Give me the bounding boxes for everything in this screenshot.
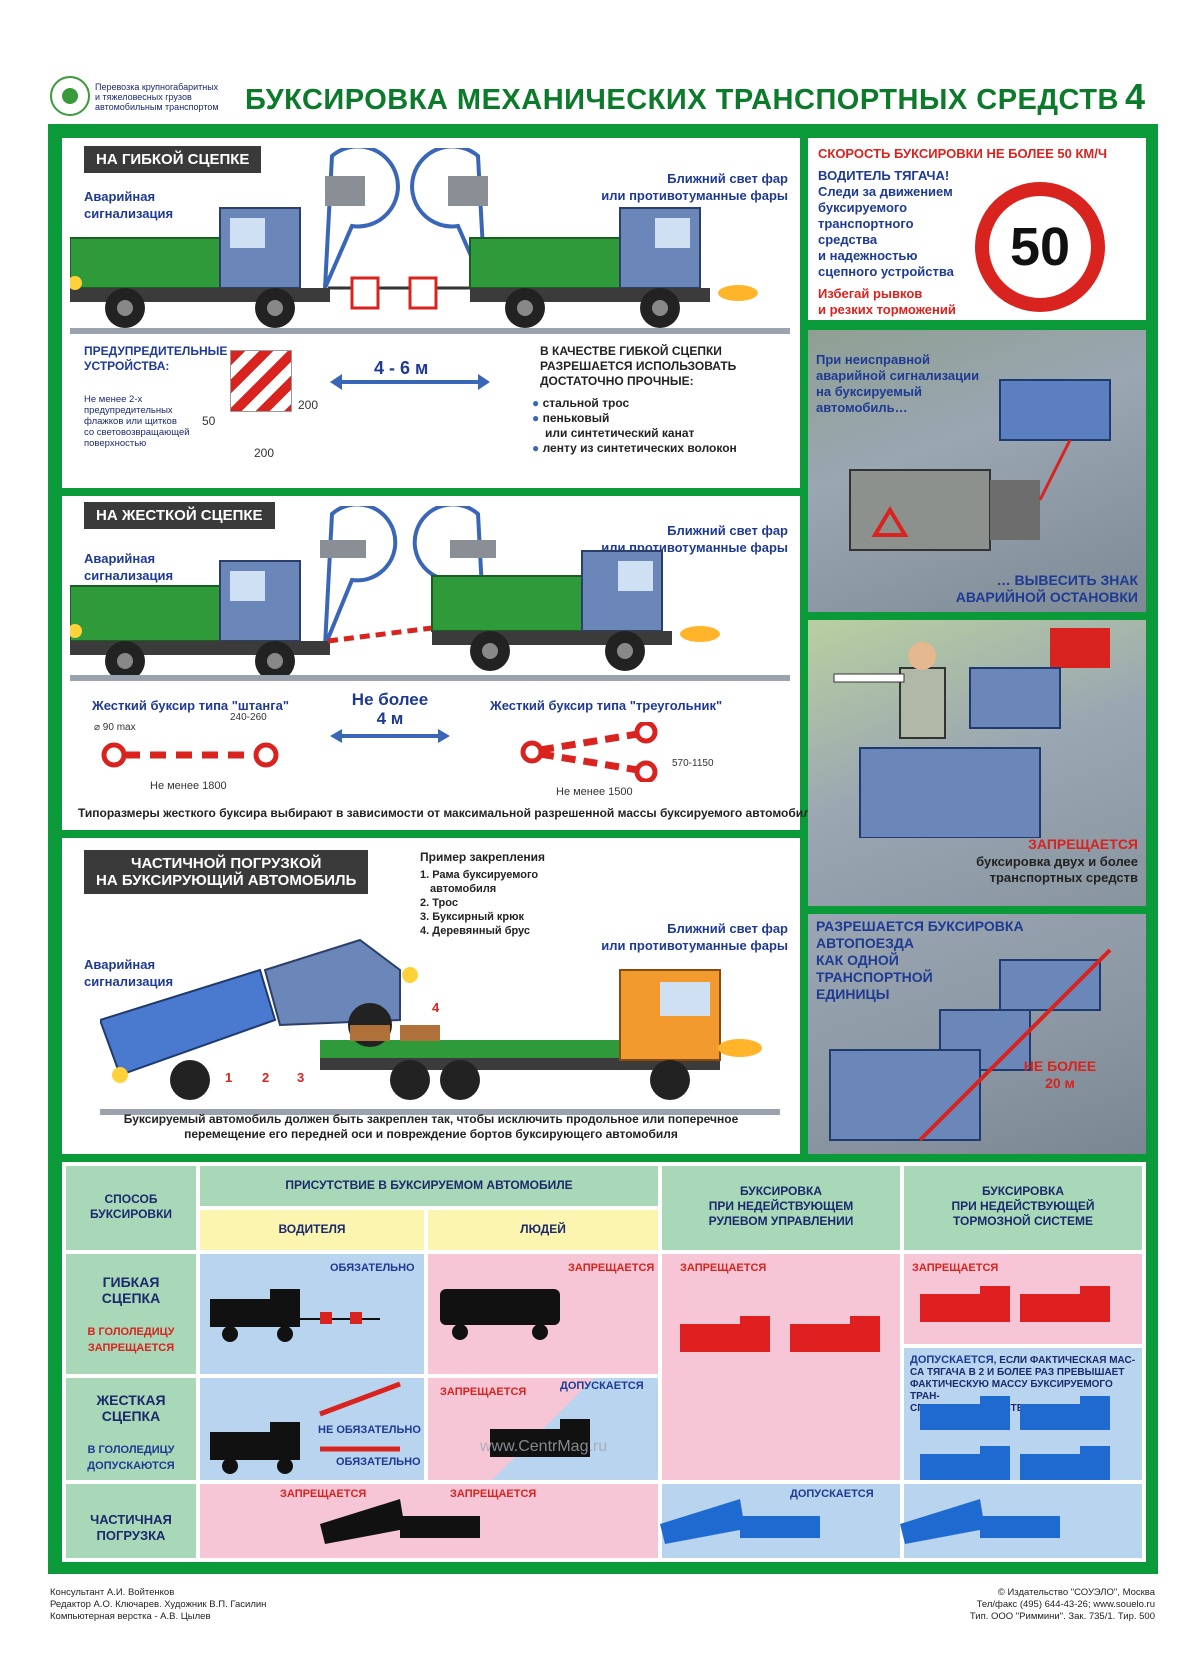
dim-200-horizontal: 200 — [254, 446, 275, 460]
watermark: www.CentrMag.ru — [480, 1438, 608, 1455]
photo2-forbidden: ЗАПРЕЩАЕТСЯ — [1028, 836, 1138, 852]
cell-partial-people-status: ЗАПРЕЩАЕТСЯ — [450, 1488, 537, 1500]
example-title: Пример закрепления — [420, 850, 546, 864]
cell-flexible-driver-status: ОБЯЗАТЕЛЬНО — [330, 1262, 415, 1274]
dim-200-vertical: 200 — [298, 398, 319, 412]
section-rigid-label: НА ЖЕСТКОЙ СЦЕПКЕ — [84, 502, 275, 529]
cell-partial-driver-status: ЗАПРЕЩАЕТСЯ — [280, 1488, 367, 1500]
section-flexible-label: НА ГИБКОЙ СЦЕПКЕ — [84, 146, 262, 173]
cell-steering-status: ЗАПРЕЩАЕТСЯ — [680, 1262, 767, 1274]
photo1-trucks — [849, 379, 1111, 551]
table-col-people: ЛЮДЕЙ — [428, 1210, 658, 1250]
num-1: 1 — [225, 1070, 233, 1085]
photo3-trucks — [829, 948, 1112, 1142]
page-title: БУКСИРОВКА МЕХАНИЧЕСКИХ ТРАНСПОРТНЫХ СРЕ… — [245, 84, 1119, 116]
cell-rigid-driver-status-1: НЕ ОБЯЗАТЕЛЬНО — [318, 1424, 421, 1436]
cell-rigid-driver-status-2: ОБЯЗАТЕЛЬНО — [336, 1456, 421, 1468]
cell-brakes-flexible-status: ЗАПРЕЩАЕТСЯ — [912, 1262, 999, 1274]
partial-note: Буксируемый автомобиль должен быть закре… — [123, 1112, 739, 1141]
dim-1800: Не менее 1800 — [150, 780, 227, 792]
rigid-trucks-illustration — [70, 506, 790, 681]
photo2-scene — [833, 628, 1110, 838]
table-col-presence: ПРИСУТСТВИЕ В БУКСИРУЕМОМ АВТОМОБИЛЕ — [200, 1166, 658, 1206]
rod-tow-drawing — [101, 742, 279, 768]
speed-limit-sign: 50 — [975, 182, 1105, 312]
cell-rigid-people-allowed: ДОПУСКАЕТСЯ — [560, 1380, 644, 1392]
table-col-driver: ВОДИТЕЛЯ — [200, 1210, 424, 1250]
publisher-logo — [50, 76, 90, 116]
flexible-trucks-illustration — [70, 148, 790, 334]
speed-title: СКОРОСТЬ БУКСИРОВКИ НЕ БОЛЕЕ 50 КМ/Ч — [818, 146, 1107, 161]
distance-arrow — [330, 374, 490, 390]
page-number: 4 — [1125, 76, 1146, 117]
rod-tow-label: Жесткий буксир типа "штанга" — [92, 698, 290, 713]
rigid-note: Типоразмеры жесткого буксира выбирают в … — [78, 806, 818, 820]
cell-rigid-people-forbidden: ЗАПРЕЩАЕТСЯ — [440, 1386, 527, 1398]
table-pictograms — [210, 1286, 1110, 1544]
triangle-tow-label: Жесткий буксир типа "треугольник" — [490, 698, 723, 713]
cell-partial-steering-status: ДОПУСКАЕТСЯ — [790, 1488, 874, 1500]
dim-240: 240-260 — [230, 712, 267, 723]
num-4: 4 — [432, 1000, 440, 1015]
cell-steering-flex-rigid — [662, 1254, 900, 1480]
warning-plate — [230, 350, 292, 412]
dim-90: ⌀ 90 max — [94, 722, 136, 733]
num-2: 2 — [262, 1070, 270, 1085]
triangle-tow-drawing — [520, 722, 658, 782]
dim-1500: Не менее 1500 — [556, 786, 633, 798]
num-3: 3 — [297, 1070, 305, 1085]
dim-570: 570-1150 — [672, 758, 714, 769]
distance-label: 4 - 6 м — [370, 358, 433, 379]
allowed-list: ● стальной трос ● пеньковый или синтетич… — [532, 396, 737, 455]
dim-50: 50 — [202, 414, 216, 428]
rigid-distance-arrow — [330, 729, 450, 743]
cell-flexible-people-status: ЗАПРЕЩАЕТСЯ — [568, 1262, 655, 1274]
partial-loading-illustration — [100, 938, 780, 1115]
